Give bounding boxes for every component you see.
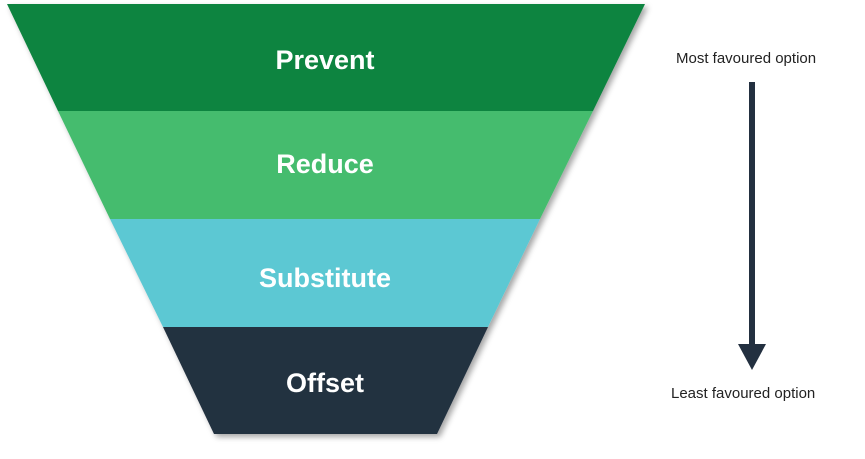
tier-prevent-band (7, 4, 645, 111)
tier-reduce-label: Reduce (276, 149, 374, 179)
down-arrow-icon (738, 82, 766, 370)
arrow-shaft (749, 82, 755, 344)
tier-substitute-band (110, 219, 540, 327)
funnel-diagram: Prevent Reduce Substitute Offset (7, 4, 645, 434)
tier-reduce-band (58, 111, 593, 219)
tier-prevent-label: Prevent (275, 45, 374, 75)
least-favoured-label: Least favoured option (671, 385, 816, 402)
tier-substitute-label: Substitute (259, 263, 391, 293)
arrow-head (738, 344, 766, 370)
tier-offset-label: Offset (286, 368, 364, 398)
most-favoured-label: Most favoured option (676, 50, 817, 67)
tier-offset-band (163, 327, 488, 434)
